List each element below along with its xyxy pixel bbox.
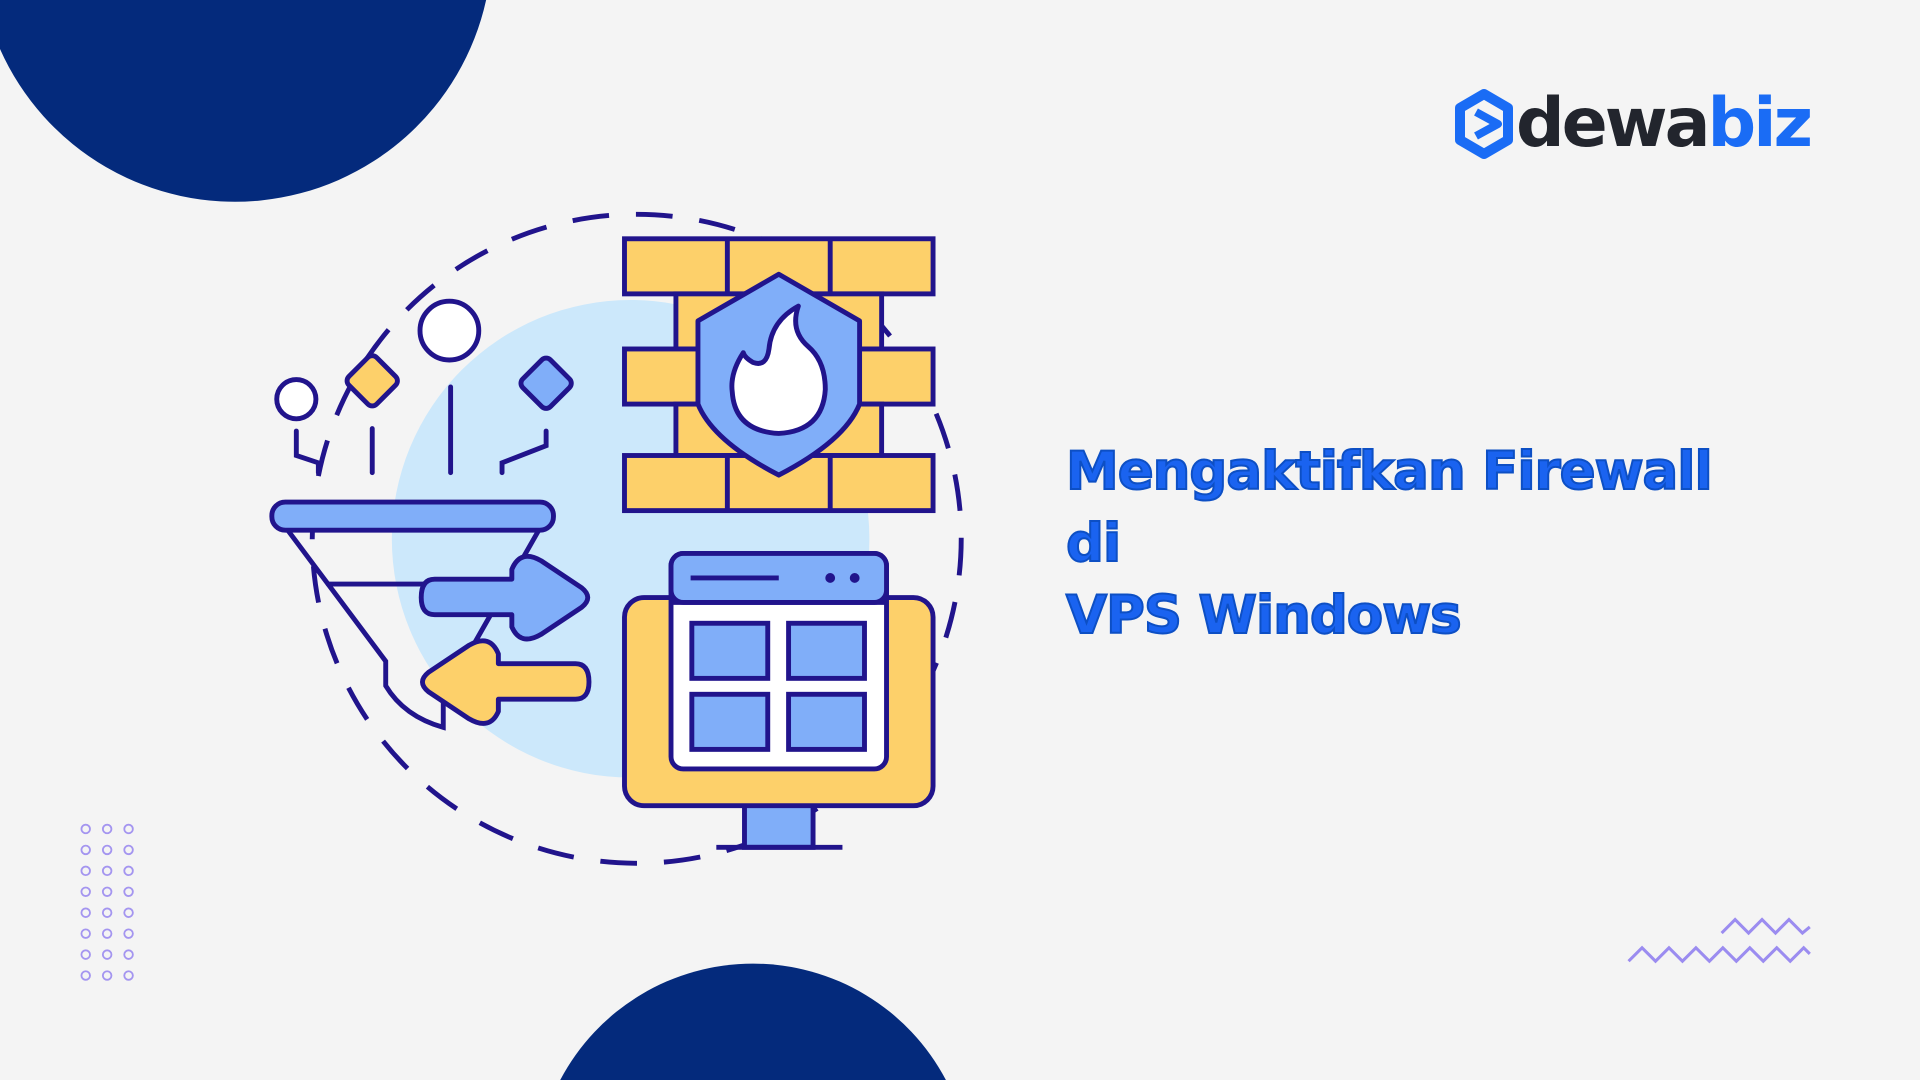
monitor-window-icon [622, 551, 936, 850]
dashed-orbit [309, 211, 964, 866]
decor-dot [80, 949, 91, 960]
decor-dot [123, 928, 134, 939]
decor-dot [80, 886, 91, 897]
decor-dot [123, 949, 134, 960]
decor-dot [123, 823, 134, 835]
dot-grid-decor [80, 823, 134, 981]
decor-dot [80, 907, 91, 918]
title-line-1: Mengaktifkan Firewall di [1065, 440, 1714, 575]
decor-dot [101, 823, 113, 835]
decor-dot [80, 865, 91, 877]
decor-dot [101, 844, 113, 856]
decor-dot [101, 928, 113, 939]
dewabiz-logo-icon [1455, 89, 1513, 159]
filter-funnel-icon [269, 298, 574, 731]
zigzag-decor [1627, 917, 1811, 964]
title-line-2: VPS Windows [1065, 584, 1463, 647]
decor-dot [101, 949, 113, 960]
decor-dot [123, 844, 134, 856]
shield-flame-icon [695, 271, 863, 478]
top-left-decor-circle [0, 0, 487, 202]
decor-dot [101, 970, 113, 981]
decor-dot [123, 970, 134, 981]
decor-dot [101, 886, 113, 897]
bottom-decor-circle [560, 963, 946, 1080]
decor-dot [101, 907, 113, 918]
decor-dot [80, 844, 91, 856]
decor-dot [80, 928, 91, 939]
arrows-icon [418, 553, 592, 726]
decor-dot [80, 823, 91, 835]
decor-dot [123, 907, 134, 918]
logo-text-dewa: dewa [1516, 84, 1711, 163]
decor-dot [101, 865, 113, 877]
decor-dot [123, 865, 134, 877]
logo-text-biz: biz [1707, 84, 1814, 163]
decor-dot [80, 970, 91, 981]
page-title: Mengaktifkan Firewall di VPS Windows [1065, 436, 1766, 652]
decor-dot [123, 886, 134, 897]
